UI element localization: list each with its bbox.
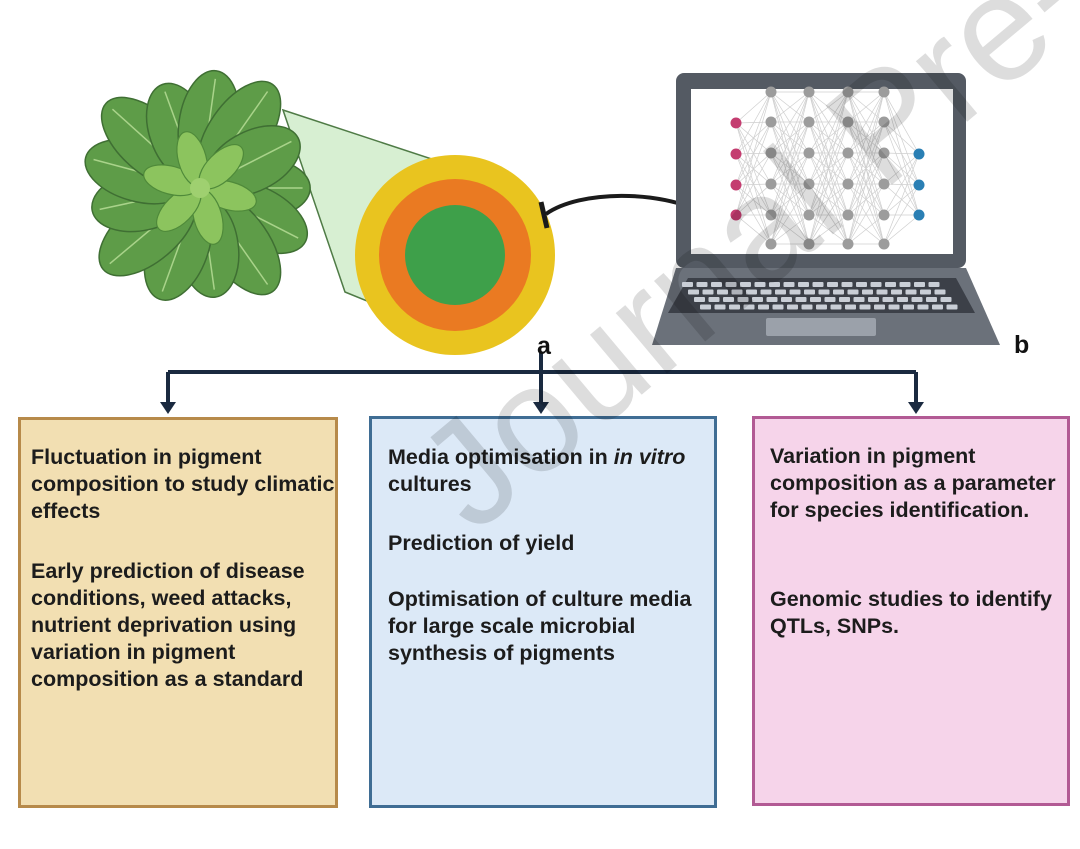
pigment-ring-icon	[355, 155, 555, 355]
box-left-item-2: Early prediction of disease conditions, …	[31, 559, 305, 691]
panel-label-a: a	[537, 332, 551, 360]
box-right-item-1: Variation in pigment composition as a pa…	[770, 444, 1056, 522]
box-climate-disease: Fluctuation in pigment composition to st…	[18, 417, 338, 808]
panel-label-b: b	[1014, 331, 1030, 359]
plant-icon	[84, 69, 311, 301]
box-species-genomics: Variation in pigment composition as a pa…	[752, 416, 1070, 806]
box-middle-item-1: Media optimisation in in vitro cultures	[388, 445, 686, 496]
cable-plug	[538, 201, 550, 229]
box-middle-item-3: Optimisation of culture media for large …	[388, 587, 692, 665]
neural-network-icon	[730, 86, 925, 250]
box-right-item-2: Genomic studies to identify QTLs, SNPs.	[770, 587, 1052, 638]
box-middle-item-2: Prediction of yield	[388, 531, 575, 555]
branch-connector	[160, 352, 924, 414]
box-media-yield: Media optimisation in in vitro cultures …	[369, 416, 717, 808]
laptop-icon	[652, 73, 1000, 345]
box-left-item-1: Fluctuation in pigment composition to st…	[31, 445, 335, 523]
